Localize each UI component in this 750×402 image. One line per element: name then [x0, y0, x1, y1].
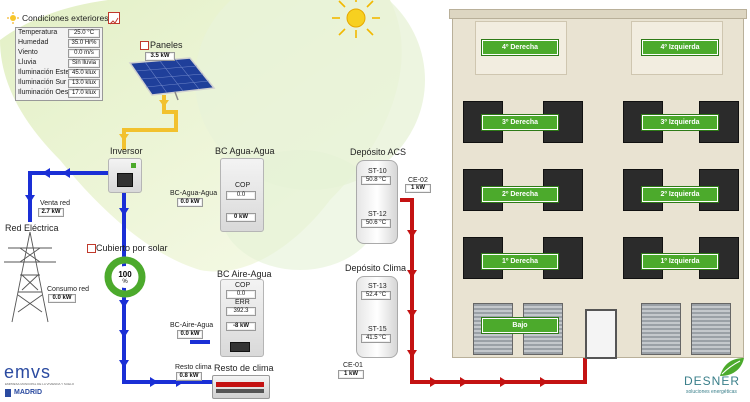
grid-consumption-value: 0.0 kW: [48, 294, 76, 303]
bc-aire-err-value: 392.3: [226, 307, 256, 316]
grid-title: Red Eléctrica: [5, 223, 59, 233]
grid-consumption-label: Consumo red: [47, 286, 90, 293]
weather-value: 13.0 klux: [68, 79, 100, 88]
bc-aire-cop-value: 0.0: [226, 290, 256, 299]
acs-t1-value: 50.8 °C: [361, 176, 391, 185]
clima-t1-label: ST-13: [368, 283, 387, 290]
weather-label: Temperatura: [18, 29, 58, 36]
clima-t1-value: 52.4 °C: [361, 291, 391, 300]
resto-value: 0.8 kW: [176, 372, 202, 381]
madrid-crest-icon: [5, 389, 11, 397]
weather-sun-icon: [7, 11, 19, 29]
resto-title: Resto de clima: [214, 363, 274, 373]
weather-value: Sin lluvia: [68, 59, 100, 68]
desner-subtitle: soluciones energéticas: [686, 389, 737, 395]
floor-button-bajo[interactable]: Bajo: [481, 317, 559, 334]
clima-tank: [356, 276, 398, 358]
transmission-tower-icon: [4, 231, 56, 323]
weather-value: 25.0 °C: [68, 29, 100, 38]
weather-title: Condiciones exteriores: [22, 13, 109, 23]
madrid-logo: MADRID: [14, 389, 42, 396]
weather-value: 35.0 Hr%: [68, 39, 100, 48]
coverage-title: Cubierto por solar: [96, 243, 168, 253]
floor-button-3-derecha[interactable]: 3º Derecha: [481, 114, 559, 131]
building: [449, 9, 747, 359]
bc-agua-side-value: 0.0 kW: [177, 198, 203, 207]
floor-button-3-izquierda[interactable]: 3º Izquierda: [641, 114, 719, 131]
bc-aire-side-label: BC-Aire-Agua: [170, 322, 214, 329]
coverage-percent: 100: [118, 270, 132, 279]
weather-label: Iluminación Oeste: [18, 89, 75, 96]
building-door: [585, 309, 617, 359]
resto-label: Resto clima: [175, 364, 212, 371]
clima-title: Depósito Clima: [345, 263, 407, 273]
bc-agua-title: BC Agua-Agua: [215, 146, 275, 156]
acs-t1-label: ST-10: [368, 168, 387, 175]
coverage-chart-icon[interactable]: [87, 244, 96, 253]
bc-aire-power-value: -8 kW: [226, 322, 256, 331]
floor-button-2-izquierda[interactable]: 2º Izquierda: [641, 186, 719, 203]
panels-power-value: 3.5 kW: [145, 52, 175, 61]
weather-label: Iluminación Este: [18, 69, 70, 76]
weather-label: Lluvia: [18, 59, 37, 66]
panels-chart-icon[interactable]: [140, 41, 149, 50]
bc-agua-cop-label: COP: [235, 182, 251, 189]
bc-agua-cop-value: 0.0: [226, 191, 256, 200]
acs-tank: [356, 160, 398, 244]
floor-button-1-izquierda[interactable]: 1º Izquierda: [641, 253, 719, 270]
bc-aire-title: BC Aire-Agua: [217, 269, 272, 279]
acs-t2-value: 50.6 °C: [361, 219, 391, 228]
acs-t2-label: ST-12: [368, 211, 387, 218]
coverage-gauge: [104, 256, 146, 298]
floor-button-4-izquierda[interactable]: 4º Izquierda: [641, 39, 719, 56]
clima-t2-value: 41.5 °C: [361, 334, 391, 343]
chart-icon[interactable]: [108, 12, 120, 25]
desner-leaf-icon: [720, 358, 744, 376]
bc-agua-power-value: 0 kW: [226, 213, 256, 222]
bc-aire-side-value: 0.0 kW: [177, 330, 203, 339]
sun-icon: [332, 0, 380, 38]
weather-label: Iluminación Sur: [18, 79, 67, 86]
inverter-title: Inversor: [110, 146, 143, 156]
grid-sale-label: Venta red: [40, 200, 70, 207]
weather-value: 0.0 m/s: [68, 49, 100, 58]
inverter-device: [108, 158, 142, 193]
bc-agua-side-label: BC-Agua-Agua: [170, 190, 218, 197]
bc-aire-cop-label: COP: [235, 282, 251, 289]
coverage-unit: %: [122, 279, 128, 285]
acs-ce-value: 1 kW: [405, 184, 431, 193]
acs-ce-label: CE-02: [408, 177, 428, 184]
panels-title: Paneles: [150, 40, 183, 50]
weather-label: Humedad: [18, 39, 49, 46]
weather-value: 17.0 klux: [68, 89, 100, 98]
floor-button-4-derecha[interactable]: 4º Derecha: [481, 39, 559, 56]
floor-button-1-derecha[interactable]: 1º Derecha: [481, 253, 559, 270]
weather-label: Viento: [18, 49, 38, 56]
solar-panel-icon: [128, 57, 216, 101]
bc-aire-err-label: ERR: [235, 299, 250, 306]
resto-device: [212, 375, 270, 399]
floor-button-2-derecha[interactable]: 2º Derecha: [481, 186, 559, 203]
solar-pipe: [122, 95, 178, 150]
clima-t2-label: ST-15: [368, 326, 387, 333]
emvs-logo: emvs: [4, 362, 52, 382]
grid-sale-value: 2.7 kW: [38, 208, 64, 217]
clima-ce-label: CE-01: [343, 362, 363, 369]
acs-title: Depósito ACS: [350, 147, 407, 157]
desner-logo: DESNER: [684, 374, 741, 388]
clima-ce-value: 1 kW: [338, 370, 364, 379]
emvs-subtitle: EMPRESA MUNICIPAL DE LA VIVIENDA Y SUELO: [5, 382, 75, 386]
weather-value: 45.0 klux: [68, 69, 100, 78]
